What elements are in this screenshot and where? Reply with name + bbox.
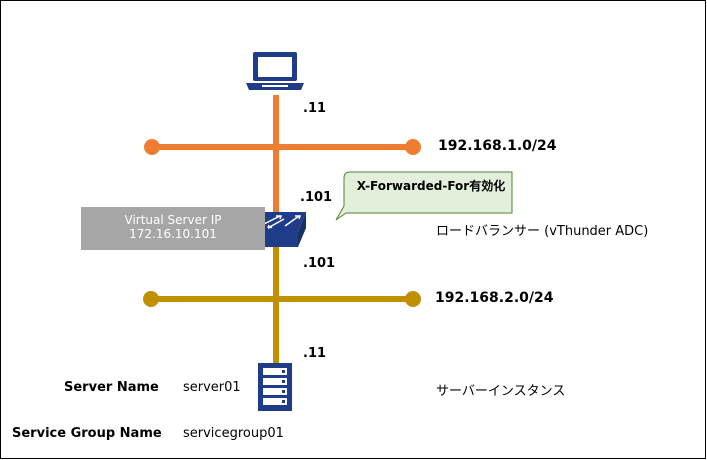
- server-icon: [258, 363, 292, 411]
- upper-network-cidr: 192.168.1.0/24: [438, 138, 557, 154]
- server-name-key: Server Name: [64, 380, 159, 395]
- client-ip-label: .11: [303, 101, 327, 116]
- server-ip-label: .11: [303, 346, 327, 361]
- service-group-value: servicegroup01: [183, 426, 284, 441]
- virtual-server-ip: 172.16.10.101: [129, 227, 217, 241]
- service-group-key: Service Group Name: [12, 426, 162, 441]
- callout-text: X-Forwarded-For有効化: [356, 179, 506, 193]
- server-name-value: server01: [183, 380, 241, 395]
- lb-lower-ip-label: .101: [303, 256, 336, 271]
- lb-upper-ip-label: .101: [300, 190, 333, 205]
- upper-bus-left-endpoint: [144, 139, 160, 155]
- laptop-icon: [246, 52, 304, 90]
- load-balancer-name: ロードバランサー (vThunder ADC): [436, 224, 649, 239]
- lower-bus-right-endpoint: [405, 291, 421, 307]
- server-instance-label: サーバーインスタンス: [436, 384, 566, 399]
- virtual-server-title: Virtual Server IP: [124, 213, 222, 227]
- virtual-server-box: Virtual Server IP 172.16.10.101: [81, 207, 265, 250]
- upper-bus-right-endpoint: [405, 139, 421, 155]
- lower-network-cidr: 192.168.2.0/24: [435, 290, 554, 306]
- callout-bubble: [335, 171, 513, 221]
- lower-bus-left-endpoint: [143, 291, 159, 307]
